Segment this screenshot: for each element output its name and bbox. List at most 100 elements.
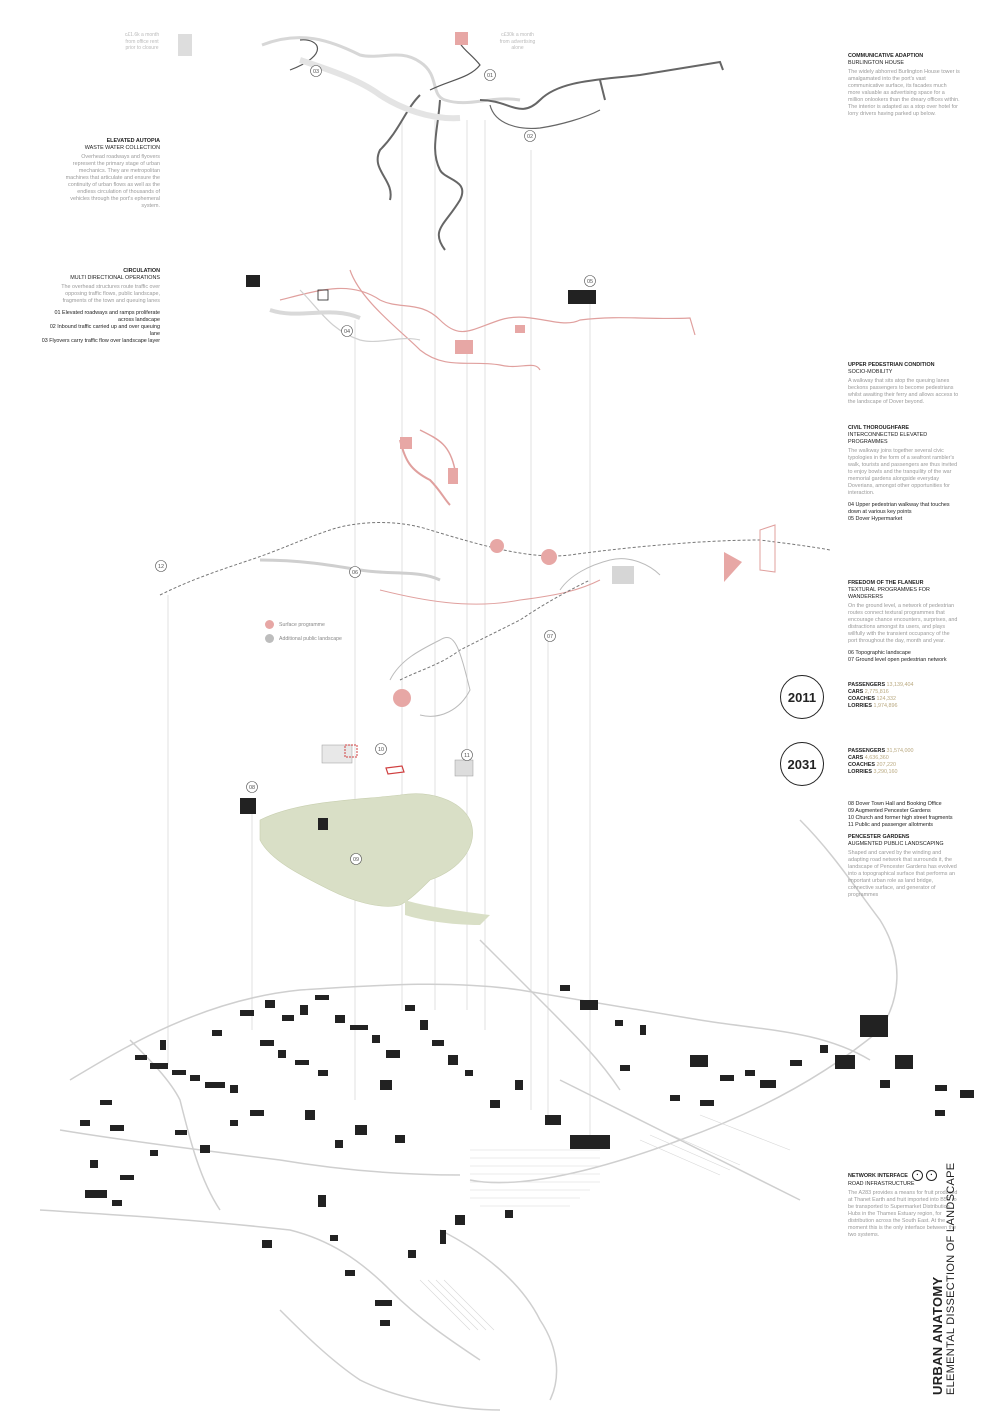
list-item: 08 Dover Town Hall and Booking Office (848, 801, 942, 807)
section-heading: CIVIL THOROUGHFARE (848, 425, 909, 431)
svg-text:03: 03 (313, 69, 319, 75)
ground-map-buildings (80, 985, 974, 1326)
section-subheading: BURLINGTON HOUSE (848, 60, 904, 66)
stat-row: COACHES 207,220 (848, 762, 896, 768)
church-outline (344, 744, 358, 758)
svg-text:08: 08 (249, 785, 255, 791)
walkway-programme-block (515, 325, 525, 333)
section-subheading: AUGMENTED PUBLIC LANDSCAPING (848, 841, 944, 847)
civic-programme-block (400, 437, 412, 449)
dover-hypermarket-block (568, 290, 596, 304)
list-item: 09 Augmented Pencester Gardens (848, 808, 931, 814)
marker-09: 09 (350, 853, 362, 865)
svg-text:12: 12 (158, 564, 164, 570)
section-communicative-adaption: COMMUNICATIVE ADAPTION BURLINGTON HOUSE … (848, 53, 960, 118)
stat-row: CARS 2,775,816 (848, 689, 889, 695)
list-item: 07 Ground level open pedestrian network (848, 657, 947, 663)
section-subheading: INTERCONNECTED ELEVATED PROGRAMMES (848, 432, 928, 445)
section-description: The walkway joins together several civic… (848, 448, 958, 496)
section-description: Shaped and carved by the winding and ada… (848, 850, 957, 898)
marker-05: 05 (584, 275, 596, 287)
svg-text:04: 04 (344, 329, 350, 335)
marker-01: 01 (484, 69, 496, 81)
section-circulation: CIRCULATION MULTI DIRECTIONAL OPERATIONS… (40, 268, 160, 345)
svg-text:01: 01 (487, 73, 493, 79)
car-icon: ▪ (925, 1170, 937, 1181)
church-fragment (321, 744, 353, 764)
year-2031-badge: 2031 (780, 742, 824, 786)
marker-11: 11 (461, 749, 473, 761)
section-heading: CIRCULATION (123, 268, 160, 274)
title-main: URBAN ANATOMY (930, 1276, 945, 1396)
title-sub: ELEMENTAL DISSECTION OF LANDSCAPE (945, 1162, 957, 1395)
legend-item: Surface programme (265, 620, 342, 629)
list-item: 04 Upper pedestrian walkway that touches… (848, 502, 950, 515)
section-heading: PENCESTER GARDENS (848, 834, 910, 840)
svg-text:07: 07 (547, 634, 553, 640)
section-description: Overhead roadways and flyovers represent… (65, 154, 160, 209)
surface-programme-shape (724, 552, 742, 582)
walkway-programme-block (455, 340, 473, 354)
civic-programme-block (448, 468, 458, 484)
stat-row: COACHES 124,332 (848, 696, 896, 702)
allotment-block (454, 759, 474, 777)
stat-row: LORRIES 1,974,896 (848, 703, 898, 709)
layer-upper-walkway (269, 269, 696, 371)
section-subheading: SOCIO-MOBILITY (848, 369, 893, 375)
section-heading: UPPER PEDESTRIAN CONDITION (848, 362, 935, 368)
svg-text:11: 11 (464, 753, 470, 759)
section-civil-thoroughfare: CIVIL THOROUGHFARE INTERCONNECTED ELEVAT… (848, 425, 963, 523)
section-description: The A283 provides a means for fruit prod… (848, 1190, 958, 1238)
reference-markers: 01 02 03 04 05 06 07 08 09 10 11 12 (155, 65, 596, 865)
section-description: On the ground level, a network of pedest… (848, 603, 958, 644)
svg-text:05: 05 (587, 279, 593, 285)
list-item: 10 Church and former high street fragmen… (848, 815, 953, 821)
surface-programme-circle (490, 539, 504, 553)
section-heading: FREEDOM OF THE FLANEUR (848, 580, 924, 586)
year-2011-badge: 2011 (780, 675, 824, 719)
pencester-gardens-landscape (259, 793, 473, 907)
section-description: The overhead structures route traffic ov… (61, 284, 160, 304)
burlington-house-tower (178, 34, 192, 56)
list-item: 11 Public and passenger allotments (848, 822, 934, 828)
vehicle-icons: ▪▪ (911, 1170, 937, 1181)
svg-text:10: 10 (378, 747, 384, 753)
advertising-facade (455, 32, 468, 45)
section-network-interface: NETWORK INTERFACE▪▪ ROAD INFRASTRUCTURE … (848, 1170, 960, 1239)
surface-programme-outline (759, 524, 776, 573)
office-rent-note: c£1.6k a month from office rent prior to… (124, 32, 160, 51)
section-subheading: TEXTURAL PROGRAMMES FOR WANDERERS (848, 587, 930, 600)
section-heading: COMMUNICATIVE ADAPTION (848, 53, 924, 59)
advertising-note: c£30k a month from advertising alone (499, 32, 536, 51)
section-heading: NETWORK INTERFACE▪▪ (848, 1170, 960, 1181)
lorry-icon: ▪ (911, 1170, 923, 1181)
high-street-fragment (385, 765, 405, 775)
section-heading: ELEVATED AUTOPIA (106, 138, 160, 144)
layer-civil-thoroughfare (399, 429, 456, 506)
legend-item: Additional public landscape (265, 634, 342, 643)
svg-text:02: 02 (527, 134, 533, 140)
marker-02: 02 (524, 130, 536, 142)
marker-06: 06 (349, 566, 361, 578)
ground-map-port-lanes (419, 1114, 791, 1331)
section-freedom-flaneur: FREEDOM OF THE FLANEUR TEXTURAL PROGRAMM… (848, 580, 960, 664)
public-landscape-block (612, 566, 634, 584)
ground-map-roads (39, 819, 898, 1411)
section-description: A walkway that sits atop the queuing lan… (848, 378, 959, 405)
list-item: 06 Topographic landscape (848, 650, 911, 656)
stat-row: CARS 4,636,360 (848, 755, 889, 761)
stat-row: LORRIES 3,290,160 (848, 769, 898, 775)
legend-swatch-grey (265, 634, 274, 643)
stats-2011: PASSENGERS 13,139,404 CARS 2,775,816 COA… (848, 682, 914, 710)
section-pencester-gardens: 08 Dover Town Hall and Booking Office 09… (848, 801, 960, 899)
section-upper-pedestrian: UPPER PEDESTRIAN CONDITION SOCIO-MOBILIT… (848, 362, 960, 406)
booking-office-block (240, 798, 256, 814)
list-item: 01 Elevated roadways and ramps prolifera… (54, 310, 160, 323)
legend: Surface programme Additional public land… (265, 620, 342, 648)
list-item: 03 Flyovers carry traffic flow over land… (41, 338, 160, 344)
svg-text:09: 09 (353, 857, 359, 863)
list-item: 02 Inbound traffic carried up and over q… (49, 324, 160, 337)
surface-programme-circle (393, 689, 411, 707)
section-subheading: WASTE WATER COLLECTION (84, 145, 160, 151)
